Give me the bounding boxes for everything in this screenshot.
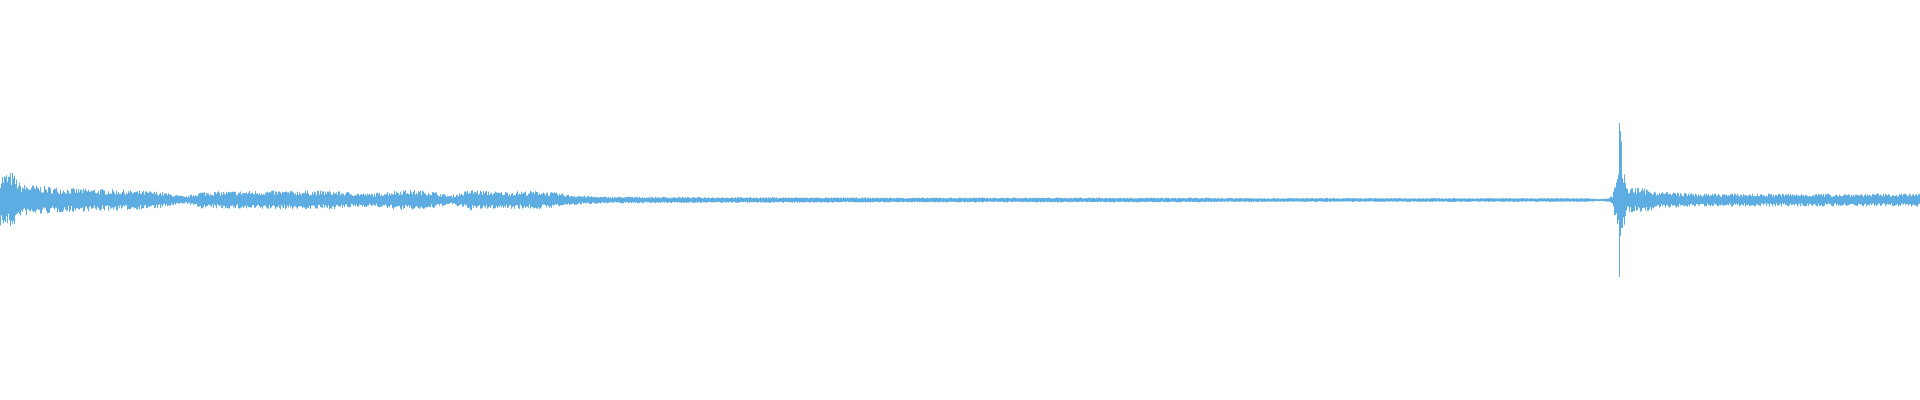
waveform-trace bbox=[0, 123, 1920, 277]
